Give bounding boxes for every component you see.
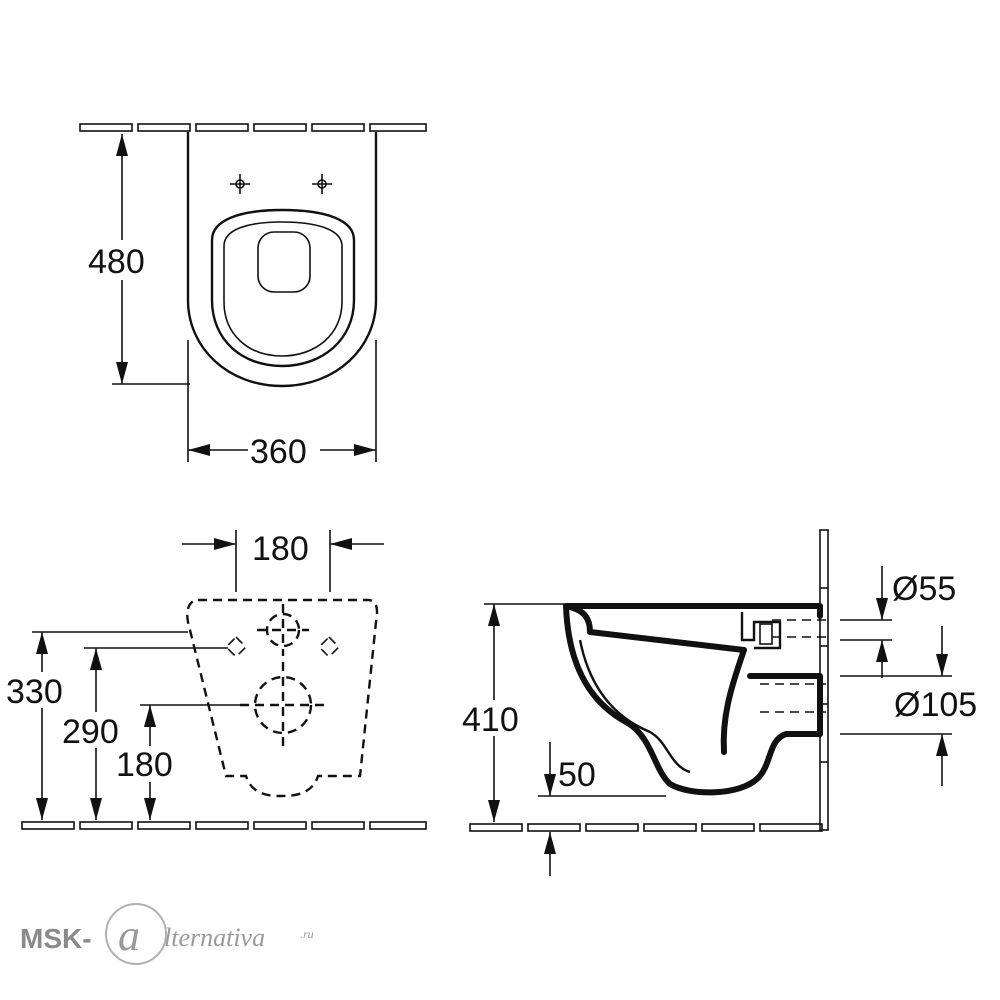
- watermark-emblem-icon: [105, 903, 167, 965]
- dimension-410: 410: [460, 603, 564, 822]
- height-180-label: 180: [116, 746, 173, 784]
- dimension-180-spacing: 180: [182, 530, 384, 592]
- seat-outer: [210, 208, 356, 368]
- width-label: 360: [250, 433, 307, 471]
- inlet-diameter-label: Ø55: [892, 570, 956, 608]
- inlet-circle-front: [257, 604, 309, 656]
- dimension-360: 360: [187, 340, 377, 471]
- outlet-diameter-label: Ø105: [894, 686, 977, 724]
- bowl-inner-front: [563, 603, 747, 653]
- pipe-dash-lines: [760, 619, 826, 713]
- bowl-side-rim: [563, 603, 823, 796]
- side-view: 410 50 Ø55 Ø105: [460, 529, 977, 876]
- watermark-suffix: .ru: [300, 927, 314, 941]
- watermark-emblem-letter: a: [118, 911, 140, 960]
- offset-label: 50: [558, 756, 596, 794]
- dimension-50: 50: [538, 742, 666, 876]
- fixing-mark-right: [312, 174, 332, 194]
- watermark-logo: MSK- a lternativa .ru: [20, 903, 314, 965]
- dimension-d55: Ø55: [840, 566, 956, 678]
- depth-label: 480: [88, 243, 145, 281]
- bowl-side-outline: [563, 603, 823, 619]
- rim-height-label: 410: [462, 701, 519, 739]
- bowl-opening: [257, 231, 311, 293]
- front-floor: [21, 821, 427, 830]
- watermark-prefix: MSK-: [20, 923, 92, 954]
- top-wall: [79, 123, 427, 132]
- trapway: [720, 647, 747, 755]
- inlet-flange: [740, 612, 782, 650]
- bowl-inner-curve: [578, 639, 691, 774]
- dimension-290: 290: [60, 647, 228, 820]
- top-view: 480 360: [79, 123, 427, 471]
- fixing-mark-left: [230, 174, 250, 194]
- outlet-pipe: [747, 673, 823, 737]
- outlet-circle-front: [240, 662, 326, 748]
- side-floor: [469, 823, 823, 832]
- fixing-spacing-label: 180: [252, 530, 309, 568]
- dimension-180-height: 180: [114, 704, 240, 820]
- front-view: 180 330 290 180: [4, 530, 427, 830]
- inlet-nozzle: [759, 623, 773, 645]
- bowl-top-outline: [186, 132, 378, 388]
- dimension-480: 480: [86, 134, 190, 385]
- seat-inner: [223, 221, 343, 357]
- fixing-mark-front-left: [224, 635, 248, 659]
- dimension-d105: Ø105: [840, 626, 977, 786]
- watermark-script: lternativa: [164, 923, 265, 952]
- back-plate-outline: [186, 598, 379, 798]
- fixing-mark-front-right: [317, 635, 341, 659]
- height-330-label: 330: [6, 673, 63, 711]
- height-290-label: 290: [62, 713, 119, 751]
- dimension-330: 330: [4, 631, 188, 820]
